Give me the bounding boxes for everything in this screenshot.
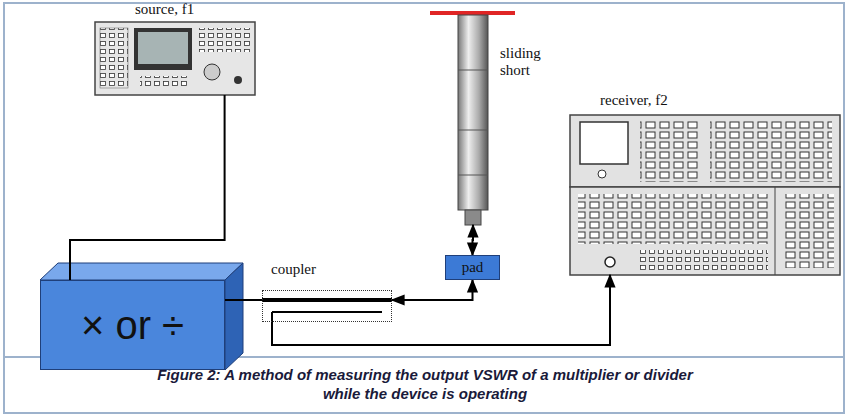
short-tube-joint [458, 130, 488, 131]
coupler: coupler [262, 290, 392, 322]
receiver-keys [710, 120, 832, 182]
figure-frame [4, 3, 844, 413]
receiver: receiver, f2 [570, 115, 840, 275]
connector-wire [70, 95, 225, 280]
node-text: × or ÷ [81, 303, 184, 347]
connector-wire [225, 299, 262, 301]
coupler-main-line [262, 298, 392, 302]
short-plunger-bar [430, 11, 515, 15]
receiver-knob [598, 170, 606, 178]
sliding-short: sliding short [458, 15, 488, 225]
node-label: sliding short [500, 45, 541, 78]
short-tube [458, 15, 488, 210]
node-label: source, f1 [135, 1, 194, 18]
short-tube-joint [458, 70, 488, 71]
node-label: coupler [271, 261, 316, 278]
source-knob [204, 64, 220, 80]
source-body [95, 22, 255, 95]
short-connector [465, 210, 481, 225]
receiver-keys [640, 250, 768, 270]
receiver-analyser-unit [570, 187, 840, 275]
node-label: receiver, f2 [600, 92, 668, 109]
coupler-coupled-line [272, 311, 382, 313]
source-display-frame [134, 28, 192, 70]
receiver-display-unit [570, 115, 840, 187]
multiplier-divider-box: × or ÷ [40, 280, 225, 370]
connector-wire [472, 225, 475, 255]
source-keypad [198, 28, 250, 52]
attenuator-pad: pad [445, 255, 500, 280]
node-text: pad [462, 259, 484, 276]
receiver-input-connector [605, 257, 615, 267]
receiver-panel-divider [775, 187, 776, 275]
source-display [138, 32, 188, 64]
short-tube-joint [458, 175, 488, 176]
source-keys [100, 28, 128, 88]
coupler-port [271, 312, 273, 322]
source-buttons [140, 76, 190, 88]
receiver-keys [640, 120, 698, 182]
signal-source: source, f1 [95, 22, 255, 95]
source-output-connector [234, 76, 242, 84]
connector-wire [272, 275, 610, 345]
connector-wire [392, 280, 473, 300]
receiver-screen [580, 122, 628, 164]
receiver-keys [782, 194, 834, 268]
receiver-keys [578, 194, 768, 244]
multiplier-side-face [225, 263, 243, 370]
figure-caption: Figure 2: A method of measuring the outp… [140, 366, 710, 404]
